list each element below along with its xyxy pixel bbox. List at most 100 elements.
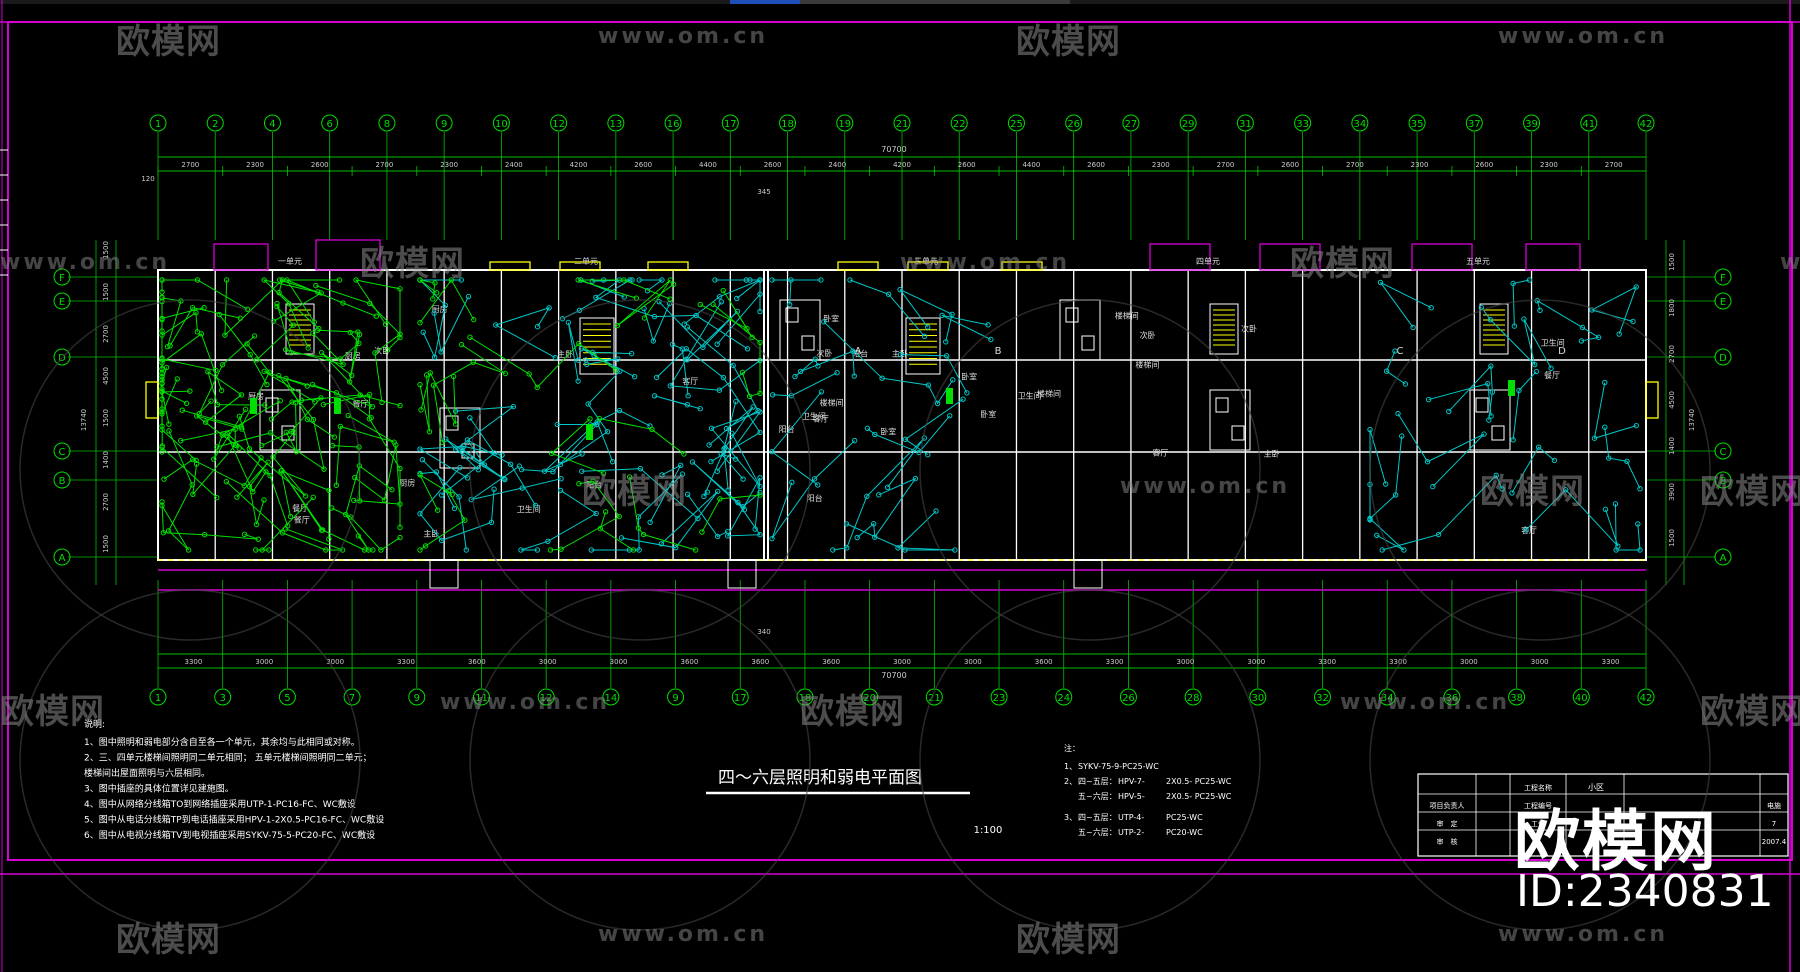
bottom-dim-label: 3600 [751, 658, 769, 666]
watermark-brand: 欧模网 [1700, 472, 1800, 512]
wire-green-node [426, 428, 433, 435]
wire-cyan-node [1486, 417, 1492, 423]
wire-green-node [187, 388, 193, 394]
axis-label-bottom: 1 [155, 693, 161, 704]
axis-label-top: 25 [1010, 119, 1023, 130]
north-bay [213, 243, 269, 271]
wire-green-node [315, 289, 321, 295]
right-dim-label: 1400 [1668, 437, 1676, 455]
axis-bubble-top [950, 114, 968, 132]
wire-green-node [462, 517, 468, 523]
top-dim-label: 2300 [1152, 161, 1170, 169]
wire-green-node [393, 442, 399, 448]
wire-green-node [329, 442, 336, 449]
axis-label-top: 19 [838, 119, 851, 130]
wire-cyan-node [1633, 422, 1640, 429]
wire-green-node [164, 343, 171, 350]
wire-cyan [683, 279, 761, 325]
wire-cyan-node [952, 547, 958, 553]
wire-cyan [723, 401, 737, 491]
wire-cyan [720, 453, 744, 480]
top-dim-label: 4400 [1022, 161, 1040, 169]
wire-cyan-node [585, 401, 591, 407]
unit-code-label: D [1558, 346, 1566, 357]
wire-green-node [355, 533, 362, 539]
wire-cyan [1369, 436, 1405, 551]
wire-cyan-node [518, 466, 525, 473]
top-dim-label: 2400 [505, 161, 523, 169]
axis-bubble-right [1714, 268, 1732, 286]
wire-green-node [432, 280, 438, 286]
axis-label-bottom: 20 [863, 693, 876, 704]
wire-green-node [337, 423, 344, 430]
wire-green-node [417, 381, 423, 388]
wire-cyan [849, 279, 925, 337]
wire-cyan-node [895, 545, 901, 551]
axis-label-top: 4 [269, 119, 275, 130]
wire-cyan-node [843, 521, 850, 527]
wire-green-node [242, 406, 249, 412]
wire-green-node [216, 311, 222, 318]
wire-cyan-node [725, 533, 731, 539]
wire-green [331, 507, 401, 551]
axis-label-top: 18 [781, 119, 794, 130]
notes-header: 说明: [84, 718, 105, 730]
wire-green-node [159, 449, 165, 455]
wire-green [216, 375, 325, 471]
wire-green-node [222, 332, 228, 338]
watermark-url: www.om.cn [900, 250, 1071, 275]
tab-strip[interactable] [800, 0, 1070, 4]
wire-green-node [232, 426, 238, 432]
wire-green-node [218, 387, 225, 394]
right-dim-label: 1500 [1668, 529, 1676, 547]
wire-cyan-node [684, 491, 691, 497]
wire-cyan-node [579, 451, 585, 457]
wire-green-node [385, 347, 391, 353]
wire-green [317, 329, 361, 382]
wire-green-node [697, 301, 703, 308]
active-tab-indicator[interactable] [730, 0, 800, 4]
wire-green [161, 501, 259, 540]
legend-right: PC20-WC [1166, 828, 1203, 837]
wire-green-node [159, 443, 165, 449]
room-label: 楼梯间 [1135, 359, 1159, 369]
wire-green-node [183, 400, 190, 407]
axis-bubble-top [550, 114, 568, 132]
top-dim-label: 2700 [181, 161, 199, 169]
wire-cyan [591, 473, 683, 551]
top-dim-label: 2300 [1411, 161, 1429, 169]
wire-cyan-node [552, 355, 559, 361]
axis-label-left: F [59, 273, 65, 284]
wire-green-node [626, 474, 633, 480]
wire-cyan-node [558, 475, 564, 482]
wire-cyan-node [788, 277, 794, 283]
wire-cyan-node [812, 356, 818, 362]
wire-cyan-node [854, 534, 860, 541]
wire-cyan-node [417, 510, 423, 517]
watermark-ring [19, 299, 361, 641]
legend-no: 2、 [1064, 777, 1077, 786]
wire-green [599, 511, 634, 551]
wire-green-node [692, 547, 699, 553]
wire-green-node [433, 290, 440, 296]
room-label: 客厅 [813, 414, 829, 424]
room-label: 卧室 [961, 371, 977, 381]
wire-cyan-node [1602, 379, 1608, 386]
wire-cyan [656, 348, 761, 463]
fixture-toilet [445, 415, 459, 431]
wire-green-node [635, 525, 642, 531]
model-id-label: ID:2340831 [1516, 866, 1774, 917]
wire-cyan-node [1402, 381, 1409, 387]
axis-label-bottom: 42 [1640, 693, 1653, 704]
wire-cyan-node [949, 311, 955, 318]
wire-cyan [772, 279, 821, 305]
top-dim-label: 2700 [1605, 161, 1623, 169]
axis-bubble-top [149, 114, 167, 132]
wire-green-node [202, 419, 209, 425]
wire-cyan-node [679, 471, 686, 477]
wire-green-node [417, 472, 423, 478]
wire-cyan [521, 423, 599, 473]
unit-label: 四单元 [1196, 256, 1220, 266]
